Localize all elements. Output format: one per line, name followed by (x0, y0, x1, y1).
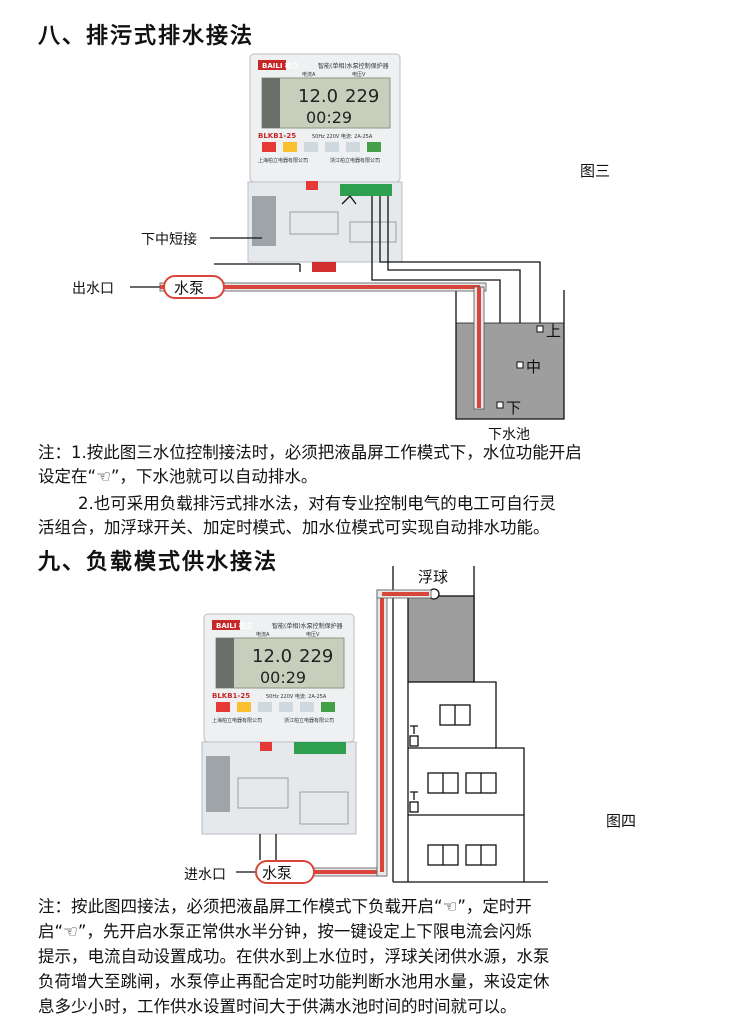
pump-fig4 (255, 860, 315, 884)
svg-text:BAILI 柏立: BAILI 柏立 (216, 621, 253, 630)
note9-line2: 启“☜”，先开启水泵正常供水半分钟，按一键设定上下限电流会闪烁 (38, 922, 532, 941)
lcd-voltage: 229 (345, 86, 379, 107)
controller-device-fig3: BAILI 柏立 智能(单相)水泵控制保护器 电流A 电压V 12.0 229 … (247, 53, 403, 272)
building (392, 566, 548, 883)
brand-text: BAILI 柏立 (262, 61, 299, 70)
svg-text:智能(单相)水泵控制保护器: 智能(单相)水泵控制保护器 (272, 622, 343, 630)
inlet-label: 进水口 (184, 867, 226, 883)
svg-text:上海柏立电器有限公司: 上海柏立电器有限公司 (258, 157, 308, 164)
svg-text:电压V: 电压V (306, 631, 320, 638)
svg-text:BLKB1-25: BLKB1-25 (258, 132, 296, 140)
svg-text:12.0: 12.0 (252, 646, 292, 667)
svg-text:50Hz 220V 电流: 2A-25A: 50Hz 220V 电流: 2A-25A (266, 693, 327, 700)
section9-heading: 九、负载模式供水接法 (38, 550, 279, 575)
svg-text:00:29: 00:29 (260, 668, 306, 687)
pump-label-fig4: 水泵 (262, 864, 293, 882)
note8-line2: 设定在“☜”，下水池就可以自动排水。 (38, 467, 318, 486)
pump-fig3 (163, 275, 225, 299)
figure4-label: 图四 (606, 812, 637, 830)
lower-tank-label: 下水池 (488, 427, 530, 443)
level-mid-label: 中 (526, 358, 542, 376)
note9-line1: 注：按此图四接法，必须把液晶屏工作模式下负载开启“☜”，定时开 (38, 897, 532, 916)
note9-line4: 负荷增大至跳闸，水泵停止再配合定时功能判断水池用水量，来设定休 (38, 972, 550, 991)
svg-text:50Hz 220V 电流: 2A-25A: 50Hz 220V 电流: 2A-25A (312, 133, 373, 140)
note9-line3: 提示，电流自动设置成功。在供水到上水位时，浮球关闭供水源，水泵 (38, 947, 550, 966)
level-low-label: 下 (506, 399, 522, 417)
pump-label-fig3: 水泵 (174, 279, 205, 297)
svg-text:浙江柏立电器有限公司: 浙江柏立电器有限公司 (284, 717, 334, 724)
svg-text:上海柏立电器有限公司: 上海柏立电器有限公司 (212, 717, 262, 724)
level-high-label: 上 (546, 322, 562, 340)
short-connect-label: 下中短接 (141, 232, 197, 248)
float-label: 浮球 (418, 568, 449, 586)
svg-text:电流A: 电流A (256, 631, 270, 638)
section8-heading: 八、排污式排水接法 (38, 24, 255, 49)
svg-text:229: 229 (299, 646, 333, 667)
figure3-label: 图三 (580, 162, 611, 180)
lcd-current: 12.0 (298, 86, 338, 107)
outlet-label: 出水口 (72, 281, 114, 297)
svg-text:电流A: 电流A (302, 71, 316, 78)
note8-line4: 活组合，加浮球开关、加定时模式、加水位模式可实现自动排水功能。 (38, 518, 550, 537)
svg-text:BLKB1-25: BLKB1-25 (212, 692, 250, 700)
lcd-time: 00:29 (306, 108, 352, 127)
note8-line1: 注：1.按此图三水位控制接法时，必须把液晶屏工作模式下，水位功能开启 (38, 443, 582, 462)
figure3-diagram: BAILI 柏立 智能(单相)水泵控制保护器 电流A 电压V 12.0 229 … (130, 53, 565, 420)
note9-line5: 息多少小时，工作供水设置时间大于供满水池时间的时间就可以。 (38, 997, 517, 1016)
svg-text:电压V: 电压V (352, 71, 366, 78)
figure4-diagram: BAILI 柏立 智能(单相)水泵控制保护器 电流A 电压V 12.0 229 … (201, 566, 548, 884)
device-title: 智能(单相)水泵控制保护器 (318, 62, 389, 70)
controller-device-fig4: BAILI 柏立 智能(单相)水泵控制保护器 电流A 电压V 12.0 229 … (201, 613, 357, 835)
note8-line3: 2.也可采用负载排污式排水法，对有专业控制电气的电工可自行灵 (78, 494, 556, 513)
svg-text:浙江柏立电器有限公司: 浙江柏立电器有限公司 (330, 157, 380, 164)
